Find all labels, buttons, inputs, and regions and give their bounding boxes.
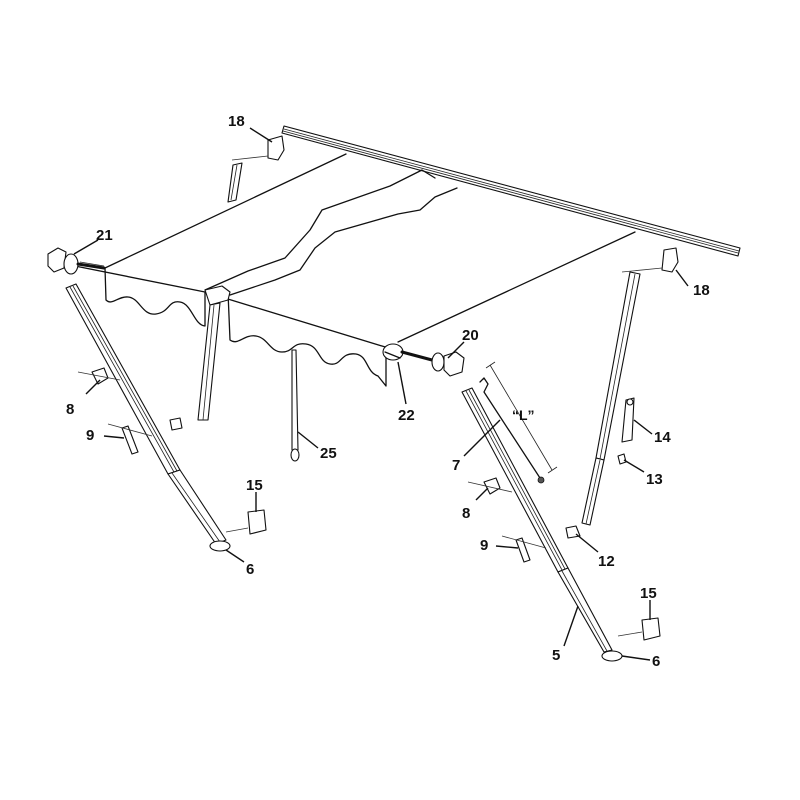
- hook-13: [617, 453, 627, 465]
- callout-5: 5: [552, 647, 560, 664]
- end-cap-left: [47, 247, 106, 275]
- clip-12-left: [169, 417, 183, 431]
- callout-7: 7: [452, 457, 460, 474]
- clip-14: [621, 397, 635, 443]
- rafter-arm-right: [581, 271, 641, 526]
- callout-18-left: 18: [228, 113, 245, 130]
- callout-15-right: 15: [640, 585, 657, 602]
- callout-14: 14: [654, 429, 671, 446]
- arm-cable: “L”: [479, 361, 558, 484]
- callout-20: 20: [462, 327, 479, 344]
- dimension-label-l: “L”: [512, 407, 535, 423]
- awning-rail: [281, 125, 741, 257]
- awning-canopy: [69, 153, 636, 387]
- foot-6-right: [601, 650, 623, 662]
- hardware: [77, 135, 679, 662]
- callout-21: 21: [96, 227, 113, 244]
- foot-6-left: [209, 540, 231, 552]
- bracket-15-right: [641, 617, 661, 641]
- knob-8-right: [483, 477, 501, 495]
- callout-15-left: 15: [246, 477, 263, 494]
- pull-strap: [290, 349, 300, 462]
- support-arm-right: [461, 387, 613, 653]
- support-arm-left: [65, 283, 227, 545]
- end-cap-right: [400, 350, 465, 377]
- callout-8-right: 8: [462, 505, 470, 522]
- callout-9-left: 9: [86, 427, 94, 444]
- rafter-arm-left: [197, 162, 243, 421]
- callout-labels: 18 18 21 20 22 25 8 9 15 6 7 14 13 8 9 1…: [66, 113, 710, 670]
- bracket-15-left: [247, 509, 267, 535]
- callout-9-right: 9: [480, 537, 488, 554]
- callout-25: 25: [320, 445, 337, 462]
- lever-9-left: [121, 425, 139, 455]
- callout-6-right: 6: [652, 653, 660, 670]
- callout-12: 12: [598, 553, 615, 570]
- callout-8-left: 8: [66, 401, 74, 418]
- callout-18-right: 18: [693, 282, 710, 299]
- bracket-18-left: [267, 135, 285, 161]
- callout-13: 13: [646, 471, 663, 488]
- bracket-18-right: [661, 247, 679, 273]
- lever-9-right: [515, 537, 531, 563]
- leader-lines: [73, 127, 689, 661]
- callout-22: 22: [398, 407, 415, 424]
- callout-6-left: 6: [246, 561, 254, 578]
